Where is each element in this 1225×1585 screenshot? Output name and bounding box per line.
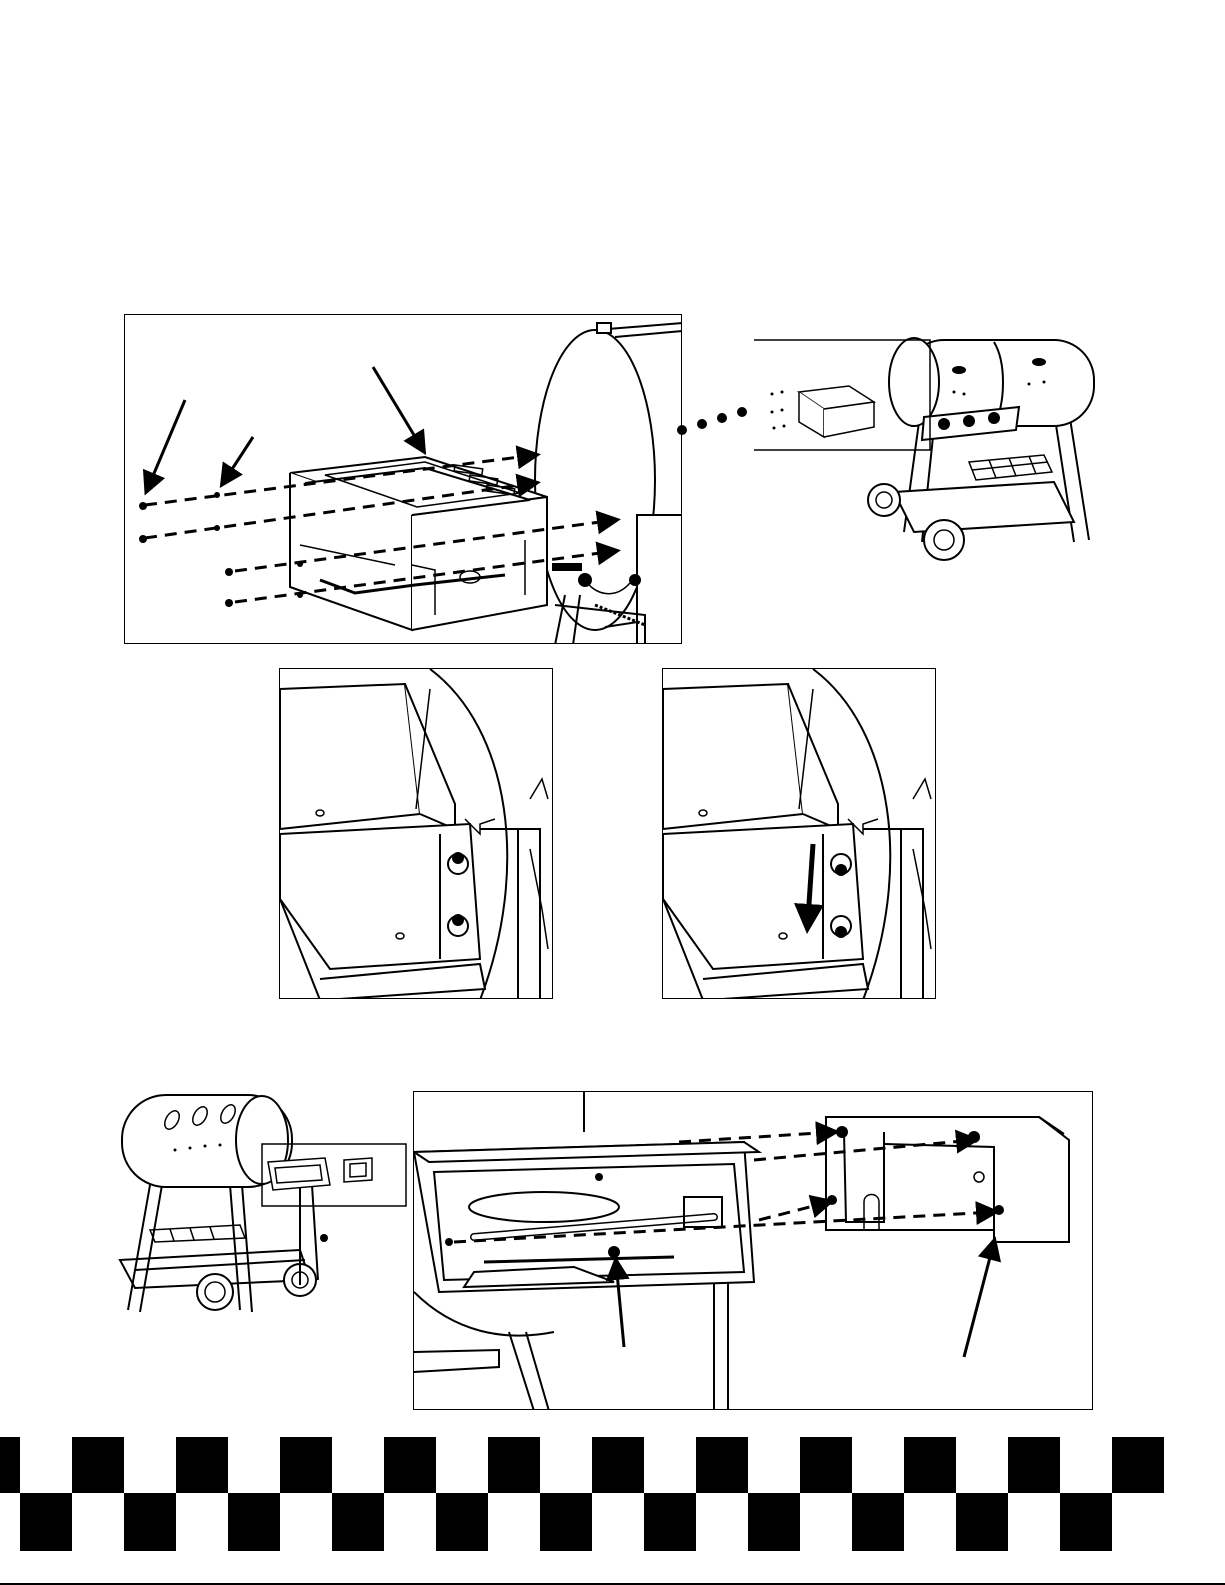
side-shelf-exploded-drawing	[125, 315, 682, 644]
keyhole-bracket-slide-down-drawing	[663, 669, 936, 999]
keyhole-bracket-detail-drawing	[280, 669, 553, 999]
connector-dots	[676, 390, 756, 440]
grill-overview-cover-location	[110, 1090, 410, 1320]
checkerboard-footer	[0, 1437, 1225, 1585]
bracket-detail-before	[279, 668, 553, 999]
grill-cart-overview-drawing	[110, 1090, 410, 1320]
side-shelf-assembly-exploded	[124, 314, 682, 644]
shelf-cover-assembly-exploded	[413, 1091, 1093, 1410]
grill-cart-overview-drawing	[754, 322, 1104, 562]
grill-overview-side-shelf-location	[754, 322, 1104, 562]
bracket-detail-after	[662, 668, 936, 999]
shelf-cover-exploded-drawing	[414, 1092, 1093, 1410]
